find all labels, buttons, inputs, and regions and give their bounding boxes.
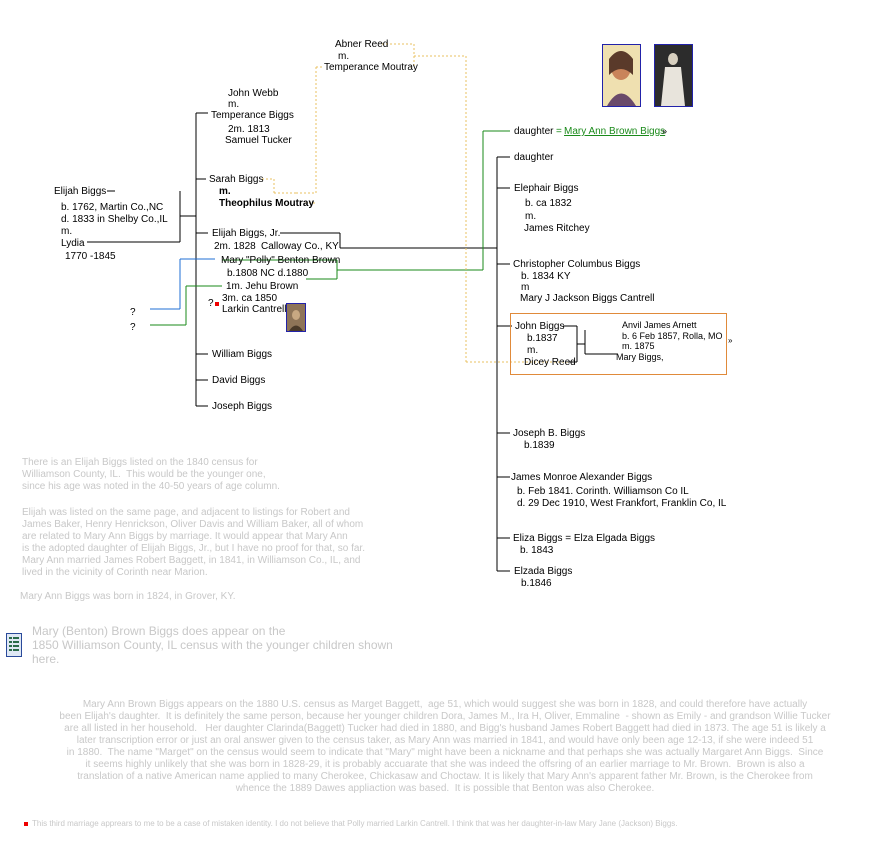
elijah-born: b. 1762, Martin Co.,NC: [61, 202, 164, 213]
polly-benton-brown: Mary "Polly" Benton Brown: [221, 255, 341, 266]
third-marriage: 3m. ca 1850: [222, 293, 278, 304]
elzada-born: b.1846: [521, 578, 552, 589]
christopher-born: b. 1834 KY: [521, 271, 571, 282]
john-webb: John Webb: [228, 88, 279, 99]
elijah-biggs-sr: Elijah Biggs: [54, 186, 107, 197]
christopher-m: m: [521, 282, 530, 293]
footnote-text: This third marriage apprears to me to be…: [32, 819, 678, 828]
calloway-county: Calloway Co., KY: [261, 241, 339, 252]
james-ritchey: James Ritchey: [524, 223, 590, 234]
abner-m: m.: [338, 51, 350, 62]
note-1840-census: There is an Elijah Biggs listed on the 1…: [22, 457, 280, 492]
temperance-moutray: Temperance Moutray: [324, 62, 418, 73]
man-portrait-icon: [287, 304, 305, 331]
christopher-columbus-biggs: Christopher Columbus Biggs: [513, 259, 641, 270]
sarah-m: m.: [219, 186, 231, 197]
joseph-biggs: Joseph Biggs: [212, 401, 273, 412]
portrait-photo-2[interactable]: [654, 44, 693, 107]
document-icon: [9, 637, 19, 651]
joseph-b-born: b.1839: [524, 440, 555, 451]
john-m: m.: [527, 345, 539, 356]
question-mark-3: ?: [208, 298, 214, 309]
john-biggs-family-box: [510, 313, 727, 375]
anvil-born: b. 6 Feb 1857, Rolla, MO: [622, 331, 723, 341]
theophilus-moutray: Theophilus Moutray: [219, 198, 314, 209]
polly-dates: b.1808 NC d.1880: [227, 268, 309, 279]
note-adjacent-listings: Elijah was listed on the same page, and …: [22, 507, 365, 578]
mary-ann-arrow-icon[interactable]: »: [662, 126, 668, 136]
elijah-jr-second-marriage: 2m. 1828: [214, 241, 256, 252]
elzada-biggs: Elzada Biggs: [514, 566, 573, 577]
note-1880-census: Mary Ann Brown Biggs appears on the 1880…: [59, 699, 831, 794]
temperance-biggs: Temperance Biggs: [211, 110, 294, 121]
mary-biggs: Mary Biggs,: [616, 352, 664, 362]
footnote-marker: [215, 302, 219, 306]
note-1850-census: Mary (Benton) Brown Biggs does appear on…: [32, 624, 393, 666]
woman-portrait-icon: [603, 45, 640, 106]
dicey-reed: Dicey Reed: [524, 357, 576, 368]
joseph-b-biggs: Joseph B. Biggs: [513, 428, 586, 439]
mary-j-jackson: Mary J Jackson Biggs Cantrell: [520, 293, 655, 304]
john-biggs: John Biggs: [515, 321, 565, 332]
abner-reed: Abner Reed: [335, 39, 389, 50]
john-born: b.1837: [527, 333, 558, 344]
question-mark-2: ?: [130, 322, 136, 333]
elephair-born: b. ca 1832: [525, 198, 572, 209]
elephair-biggs: Elephair Biggs: [514, 183, 579, 194]
woman-standing-icon: [655, 45, 692, 106]
question-mark-1: ?: [130, 307, 136, 318]
daughter-label: daughter: [514, 126, 554, 137]
samuel-tucker: Samuel Tucker: [225, 135, 292, 146]
first-marriage-jehu-brown: 1m. Jehu Brown: [226, 281, 299, 292]
eliza-born: b. 1843: [520, 545, 554, 556]
lydia: Lydia: [61, 238, 85, 249]
elijah-biggs-jr: Elijah Biggs, Jr.: [212, 228, 281, 239]
footnote-red-marker: [24, 822, 28, 826]
lydia-years: 1770 -1845: [65, 251, 116, 262]
david-biggs: David Biggs: [212, 375, 266, 386]
john-webb-m: m.: [228, 99, 240, 110]
elephair-m: m.: [525, 211, 537, 222]
daughter-2: daughter: [514, 152, 554, 163]
portrait-photo-1[interactable]: [602, 44, 641, 107]
larkin-photo[interactable]: [286, 303, 306, 332]
james-died: d. 29 Dec 1910, West Frankfort, Franklin…: [517, 498, 727, 509]
mary-ann-brown-biggs-link[interactable]: Mary Ann Brown Biggs: [564, 126, 666, 137]
william-biggs: William Biggs: [212, 349, 273, 360]
sarah-biggs: Sarah Biggs: [209, 174, 264, 185]
anvil-james-arnett: Anvil James Arnett: [622, 320, 697, 330]
james-monroe-alexander-biggs: James Monroe Alexander Biggs: [511, 472, 653, 483]
anvil-married: m. 1875: [622, 341, 655, 351]
box-arrow-icon[interactable]: »: [728, 336, 733, 345]
elijah-died: d. 1833 in Shelby Co.,IL: [61, 214, 168, 225]
eliza-biggs: Eliza Biggs = Elza Elgada Biggs: [513, 533, 656, 544]
note-mary-ann-birth: Mary Ann Biggs was born in 1824, in Grov…: [20, 591, 236, 602]
larkin-cantrell: Larkin Cantrell: [222, 304, 287, 315]
james-born: b. Feb 1841. Corinth. Williamson Co IL: [517, 486, 689, 497]
second-marriage: 2m. 1813: [228, 124, 270, 135]
equals-sign: =: [556, 126, 562, 137]
elijah-m: m.: [61, 226, 73, 237]
census-document-icon[interactable]: [6, 633, 22, 657]
